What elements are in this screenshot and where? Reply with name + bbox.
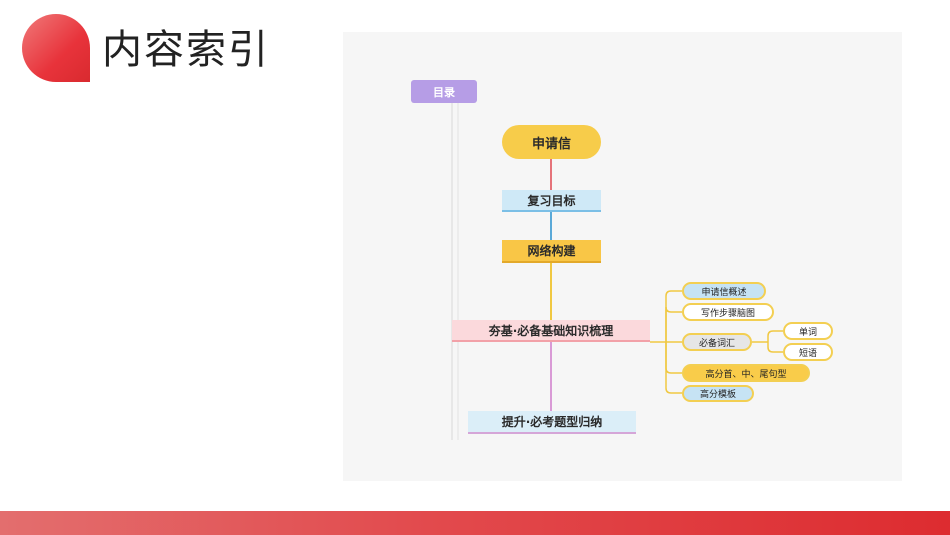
branch-sentence-patterns[interactable]: 高分首、中、尾句型 xyxy=(682,364,810,382)
main-node-letter[interactable]: 申请信 xyxy=(502,125,601,159)
footer-bar xyxy=(0,511,950,535)
main-node-review-goals[interactable]: 复习目标 xyxy=(502,190,601,212)
branch-template[interactable]: 高分模板 xyxy=(682,385,754,402)
page-title: 内容索引 xyxy=(102,27,270,73)
main-node-foundation[interactable]: 夯基·必备基础知识梳理 xyxy=(452,320,650,342)
mindmap-panel xyxy=(343,32,902,481)
branch-vocabulary[interactable]: 必备词汇 xyxy=(682,333,752,351)
vocab-phrases[interactable]: 短语 xyxy=(783,343,833,361)
header-decoration xyxy=(22,14,90,82)
toc-node[interactable]: 目录 xyxy=(411,80,477,103)
branch-letter-overview[interactable]: 申请信概述 xyxy=(682,282,766,300)
vocab-words[interactable]: 单词 xyxy=(783,322,833,340)
branch-writing-steps[interactable]: 写作步骤脑图 xyxy=(682,303,774,321)
main-node-improvement[interactable]: 提升·必考题型归纳 xyxy=(468,411,636,434)
main-node-network[interactable]: 网络构建 xyxy=(502,240,601,263)
